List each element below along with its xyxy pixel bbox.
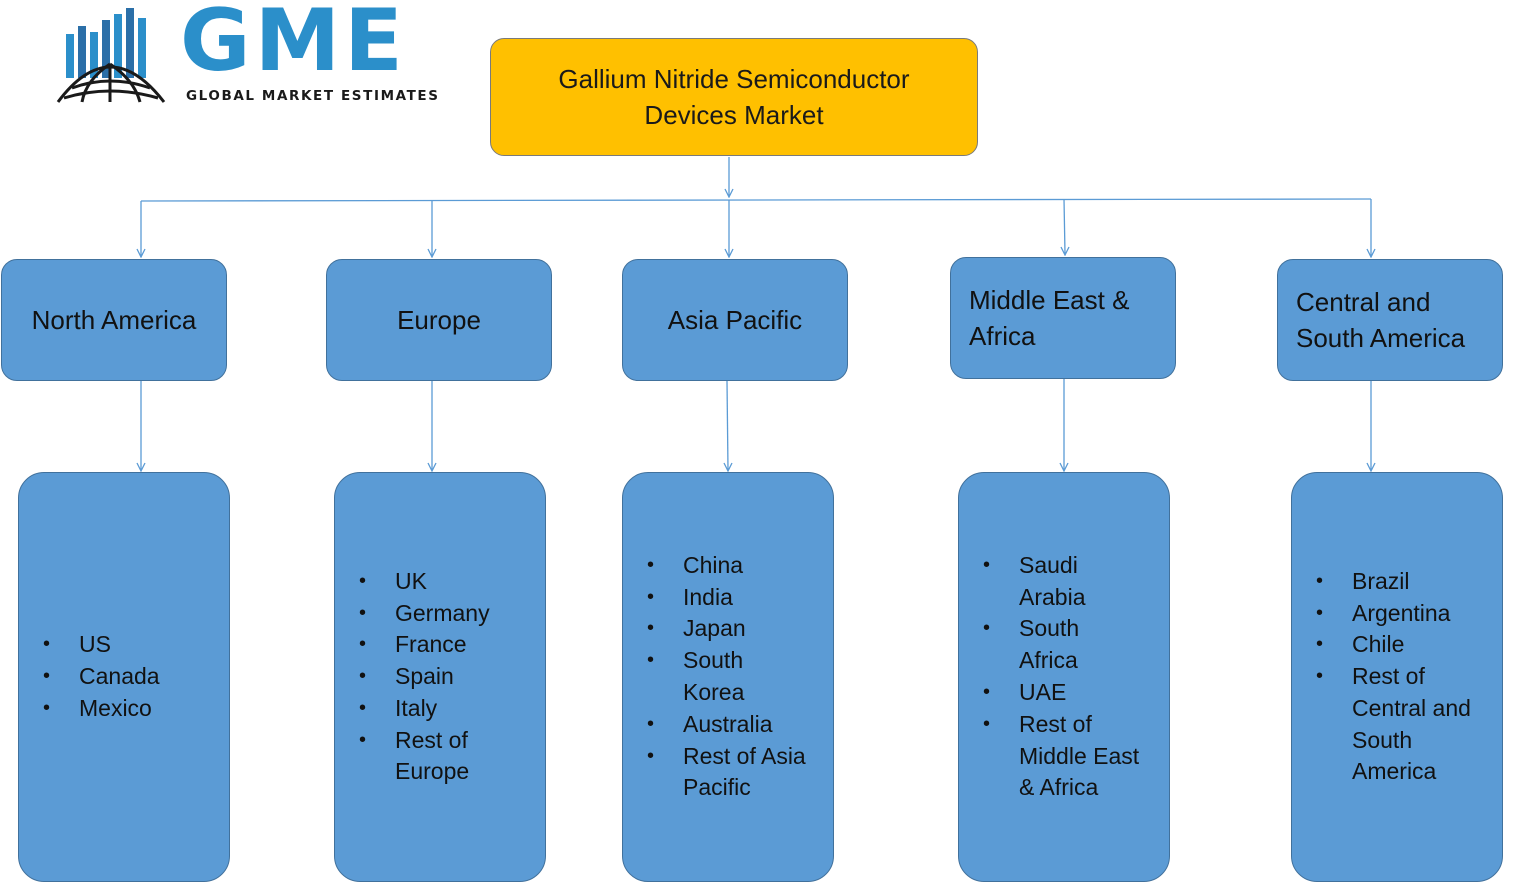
list-item: Mexico [43,693,229,725]
list-item: UK [359,566,545,598]
connector-asia-pacific-countries [727,380,728,470]
region-middle-east-africa: Middle East & Africa [950,257,1176,379]
logo-wordmark: GME [180,0,407,91]
list-item: Rest of Central and South America [1316,661,1488,788]
list-item: Chile [1316,629,1502,661]
countries-middle-east-africa: Saudi Arabia South Africa UAE Rest of Mi… [958,472,1170,882]
region-asia-pacific: Asia Pacific [622,259,848,381]
list-item: China [647,550,833,582]
countries-europe: UK Germany France Spain Italy Rest of Eu… [334,472,546,882]
list-item: Argentina [1316,598,1502,630]
list-item: Germany [359,598,545,630]
list-item: Rest of Europe [359,725,491,789]
list-item: UAE [983,677,1169,709]
root-title-line1: Gallium Nitride Semiconductor [558,64,910,94]
countries-asia-pacific: China India Japan South Korea Australia … [622,472,834,882]
globe-chart-icon [56,8,166,103]
root-title-line2: Devices Market [644,100,824,130]
list-item: Spain [359,661,545,693]
region-label: Asia Pacific [667,305,803,335]
country-list: Saudi Arabia South Africa UAE Rest of Mi… [959,550,1169,804]
list-item: Japan [647,613,833,645]
country-list: UK Germany France Spain Italy Rest of Eu… [335,566,545,789]
list-item: Brazil [1316,566,1502,598]
countries-central-south-america: Brazil Argentina Chile Rest of Central a… [1291,472,1503,882]
connector-middle-east-africa [1064,198,1065,254]
region-label: North America [31,305,197,335]
region-label: Europe [397,305,481,335]
country-list: Brazil Argentina Chile Rest of Central a… [1292,566,1502,789]
region-central-south-america: Central and South America [1277,259,1503,381]
list-item: Rest of Asia Pacific [647,741,819,805]
country-list: US Canada Mexico [19,629,229,724]
list-item: South Africa [983,613,1105,677]
countries-north-america: US Canada Mexico [18,472,230,882]
region-label: Central and South America [1296,287,1466,353]
list-item: Saudi Arabia [983,550,1105,614]
list-item: Canada [43,661,229,693]
country-list: China India Japan South Korea Australia … [623,550,833,804]
region-europe: Europe [326,259,552,381]
root-node: Gallium Nitride Semiconductor Devices Ma… [490,38,978,156]
list-item: Australia [647,709,833,741]
list-item: Italy [359,693,545,725]
list-item: India [647,582,833,614]
list-item: South Korea [647,645,759,709]
region-north-america: North America [1,259,227,381]
horizontal-connector [140,198,1372,202]
region-label: Middle East & Africa [969,285,1130,351]
logo-tagline: GLOBAL MARKET ESTIMATES [186,88,440,104]
gme-logo: GME GLOBAL MARKET ESTIMATES [52,0,472,108]
list-item: US [43,629,229,661]
list-item: France [359,629,545,661]
list-item: Rest of Middle East & Africa [983,709,1155,804]
